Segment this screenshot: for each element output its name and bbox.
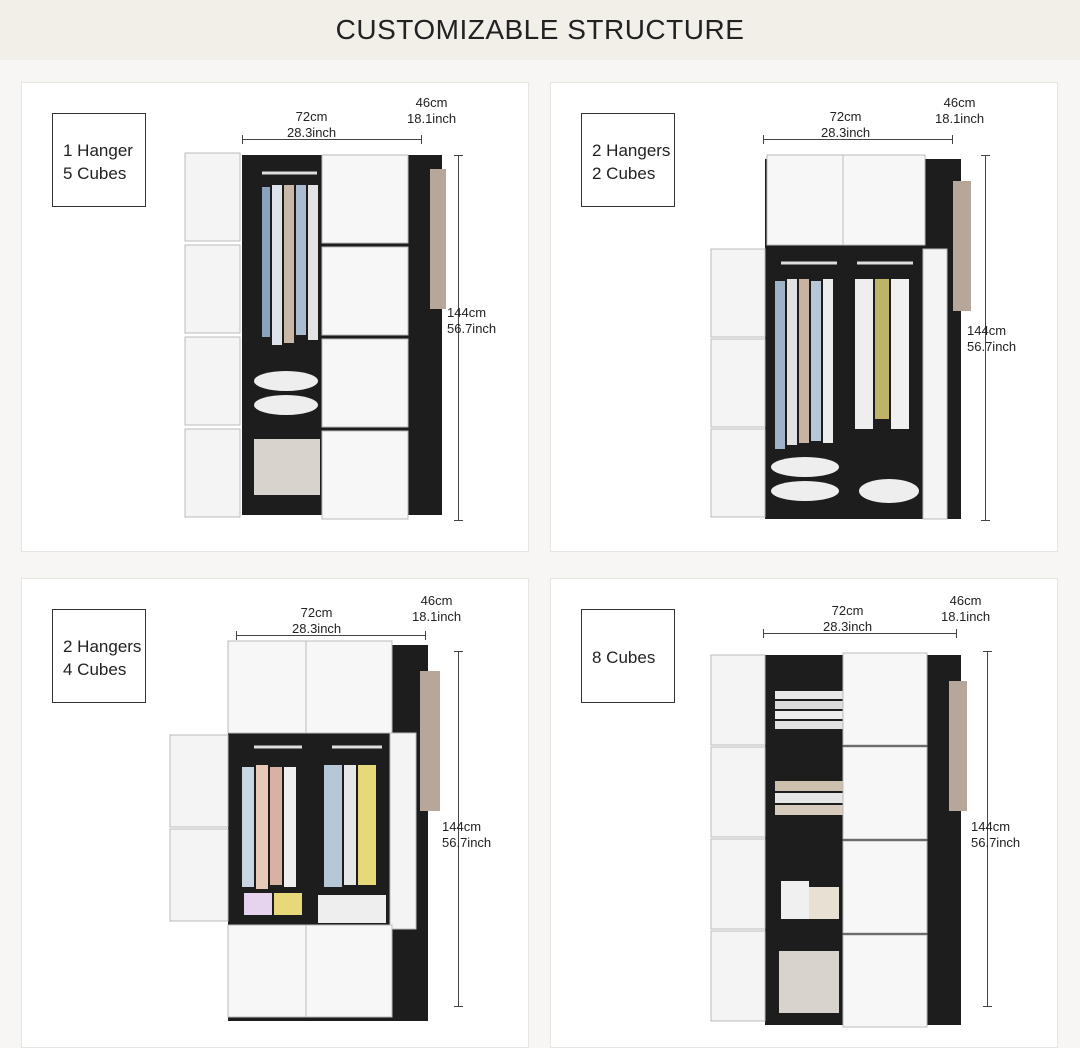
config-label-line2: 4 Cubes <box>63 660 127 679</box>
page-title: CUSTOMIZABLE STRUCTURE <box>335 14 745 45</box>
width-cm: 72cm <box>300 605 333 620</box>
width-label: 72cm 28.3inch <box>292 605 341 637</box>
depth-cm: 46cm <box>415 95 448 110</box>
height-inch: 56.7inch <box>447 321 497 336</box>
height-line <box>983 651 992 1007</box>
config-panel-1: 1 Hanger 5 Cubes 72cm 28.3inch 46cm 18.1… <box>21 82 529 552</box>
width-line <box>763 629 957 638</box>
height-line <box>454 155 463 521</box>
height-inch: 56.7inch <box>967 339 1017 354</box>
width-label: 72cm 28.3inch <box>823 603 872 635</box>
config-panel-2: 2 Hangers 2 Cubes 72cm 28.3inch 46cm 18.… <box>550 82 1058 552</box>
header-banner: CUSTOMIZABLE STRUCTURE <box>0 0 1080 60</box>
width-inch: 28.3inch <box>292 621 342 636</box>
config-label-line1: 1 Hanger <box>63 141 133 160</box>
height-inch: 56.7inch <box>971 835 1021 850</box>
width-inch: 28.3inch <box>821 125 871 140</box>
width-line <box>242 135 422 144</box>
width-label: 72cm 28.3inch <box>287 109 336 141</box>
config-label-line1: 8 Cubes <box>592 648 656 667</box>
height-label: 144cm 56.7inch <box>967 323 1016 355</box>
config-label-line2: 2 Cubes <box>592 164 656 183</box>
width-inch: 28.3inch <box>287 125 337 140</box>
wardrobe-illustration <box>184 152 446 520</box>
height-label: 144cm 56.7inch <box>442 819 491 851</box>
width-cm: 72cm <box>831 603 864 618</box>
height-inch: 56.7inch <box>442 835 492 850</box>
width-line <box>236 631 426 640</box>
height-line <box>454 651 463 1007</box>
config-label-box: 2 Hangers 4 Cubes <box>52 609 146 703</box>
depth-cm: 46cm <box>943 95 976 110</box>
config-label-line1: 2 Hangers <box>592 141 671 160</box>
height-label: 144cm 56.7inch <box>447 305 496 337</box>
depth-cm: 46cm <box>949 593 982 608</box>
depth-inch: 18.1inch <box>407 111 457 126</box>
width-cm: 72cm <box>295 109 328 124</box>
width-line <box>763 135 953 144</box>
depth-inch: 18.1inch <box>941 609 991 624</box>
config-panel-3: 2 Hangers 4 Cubes 72cm 28.3inch 46cm 18.… <box>21 578 529 1048</box>
height-label: 144cm 56.7inch <box>971 819 1020 851</box>
height-cm: 144cm <box>971 819 1011 834</box>
depth-label: 46cm 18.1inch <box>935 95 984 127</box>
config-label-line1: 2 Hangers <box>63 637 142 656</box>
config-label-box: 1 Hanger 5 Cubes <box>52 113 146 207</box>
config-panel-4: 8 Cubes 72cm 28.3inch 46cm 18.1inch 144c… <box>550 578 1058 1048</box>
depth-inch: 18.1inch <box>935 111 985 126</box>
depth-label: 46cm 18.1inch <box>941 593 990 625</box>
width-inch: 28.3inch <box>823 619 873 634</box>
config-label-box: 2 Hangers 2 Cubes <box>581 113 675 207</box>
wardrobe-illustration <box>169 640 440 1021</box>
depth-cm: 46cm <box>420 593 453 608</box>
width-cm: 72cm <box>829 109 862 124</box>
depth-label: 46cm 18.1inch <box>407 95 456 127</box>
config-label-line2: 5 Cubes <box>63 164 127 183</box>
height-line <box>981 155 990 521</box>
width-label: 72cm 28.3inch <box>821 109 870 141</box>
wardrobe-illustration <box>710 154 971 520</box>
height-cm: 144cm <box>442 819 482 834</box>
wardrobe-illustration <box>710 652 967 1028</box>
height-cm: 144cm <box>967 323 1007 338</box>
depth-inch: 18.1inch <box>412 609 462 624</box>
config-label-box: 8 Cubes <box>581 609 675 703</box>
depth-label: 46cm 18.1inch <box>412 593 461 625</box>
height-cm: 144cm <box>447 305 487 320</box>
